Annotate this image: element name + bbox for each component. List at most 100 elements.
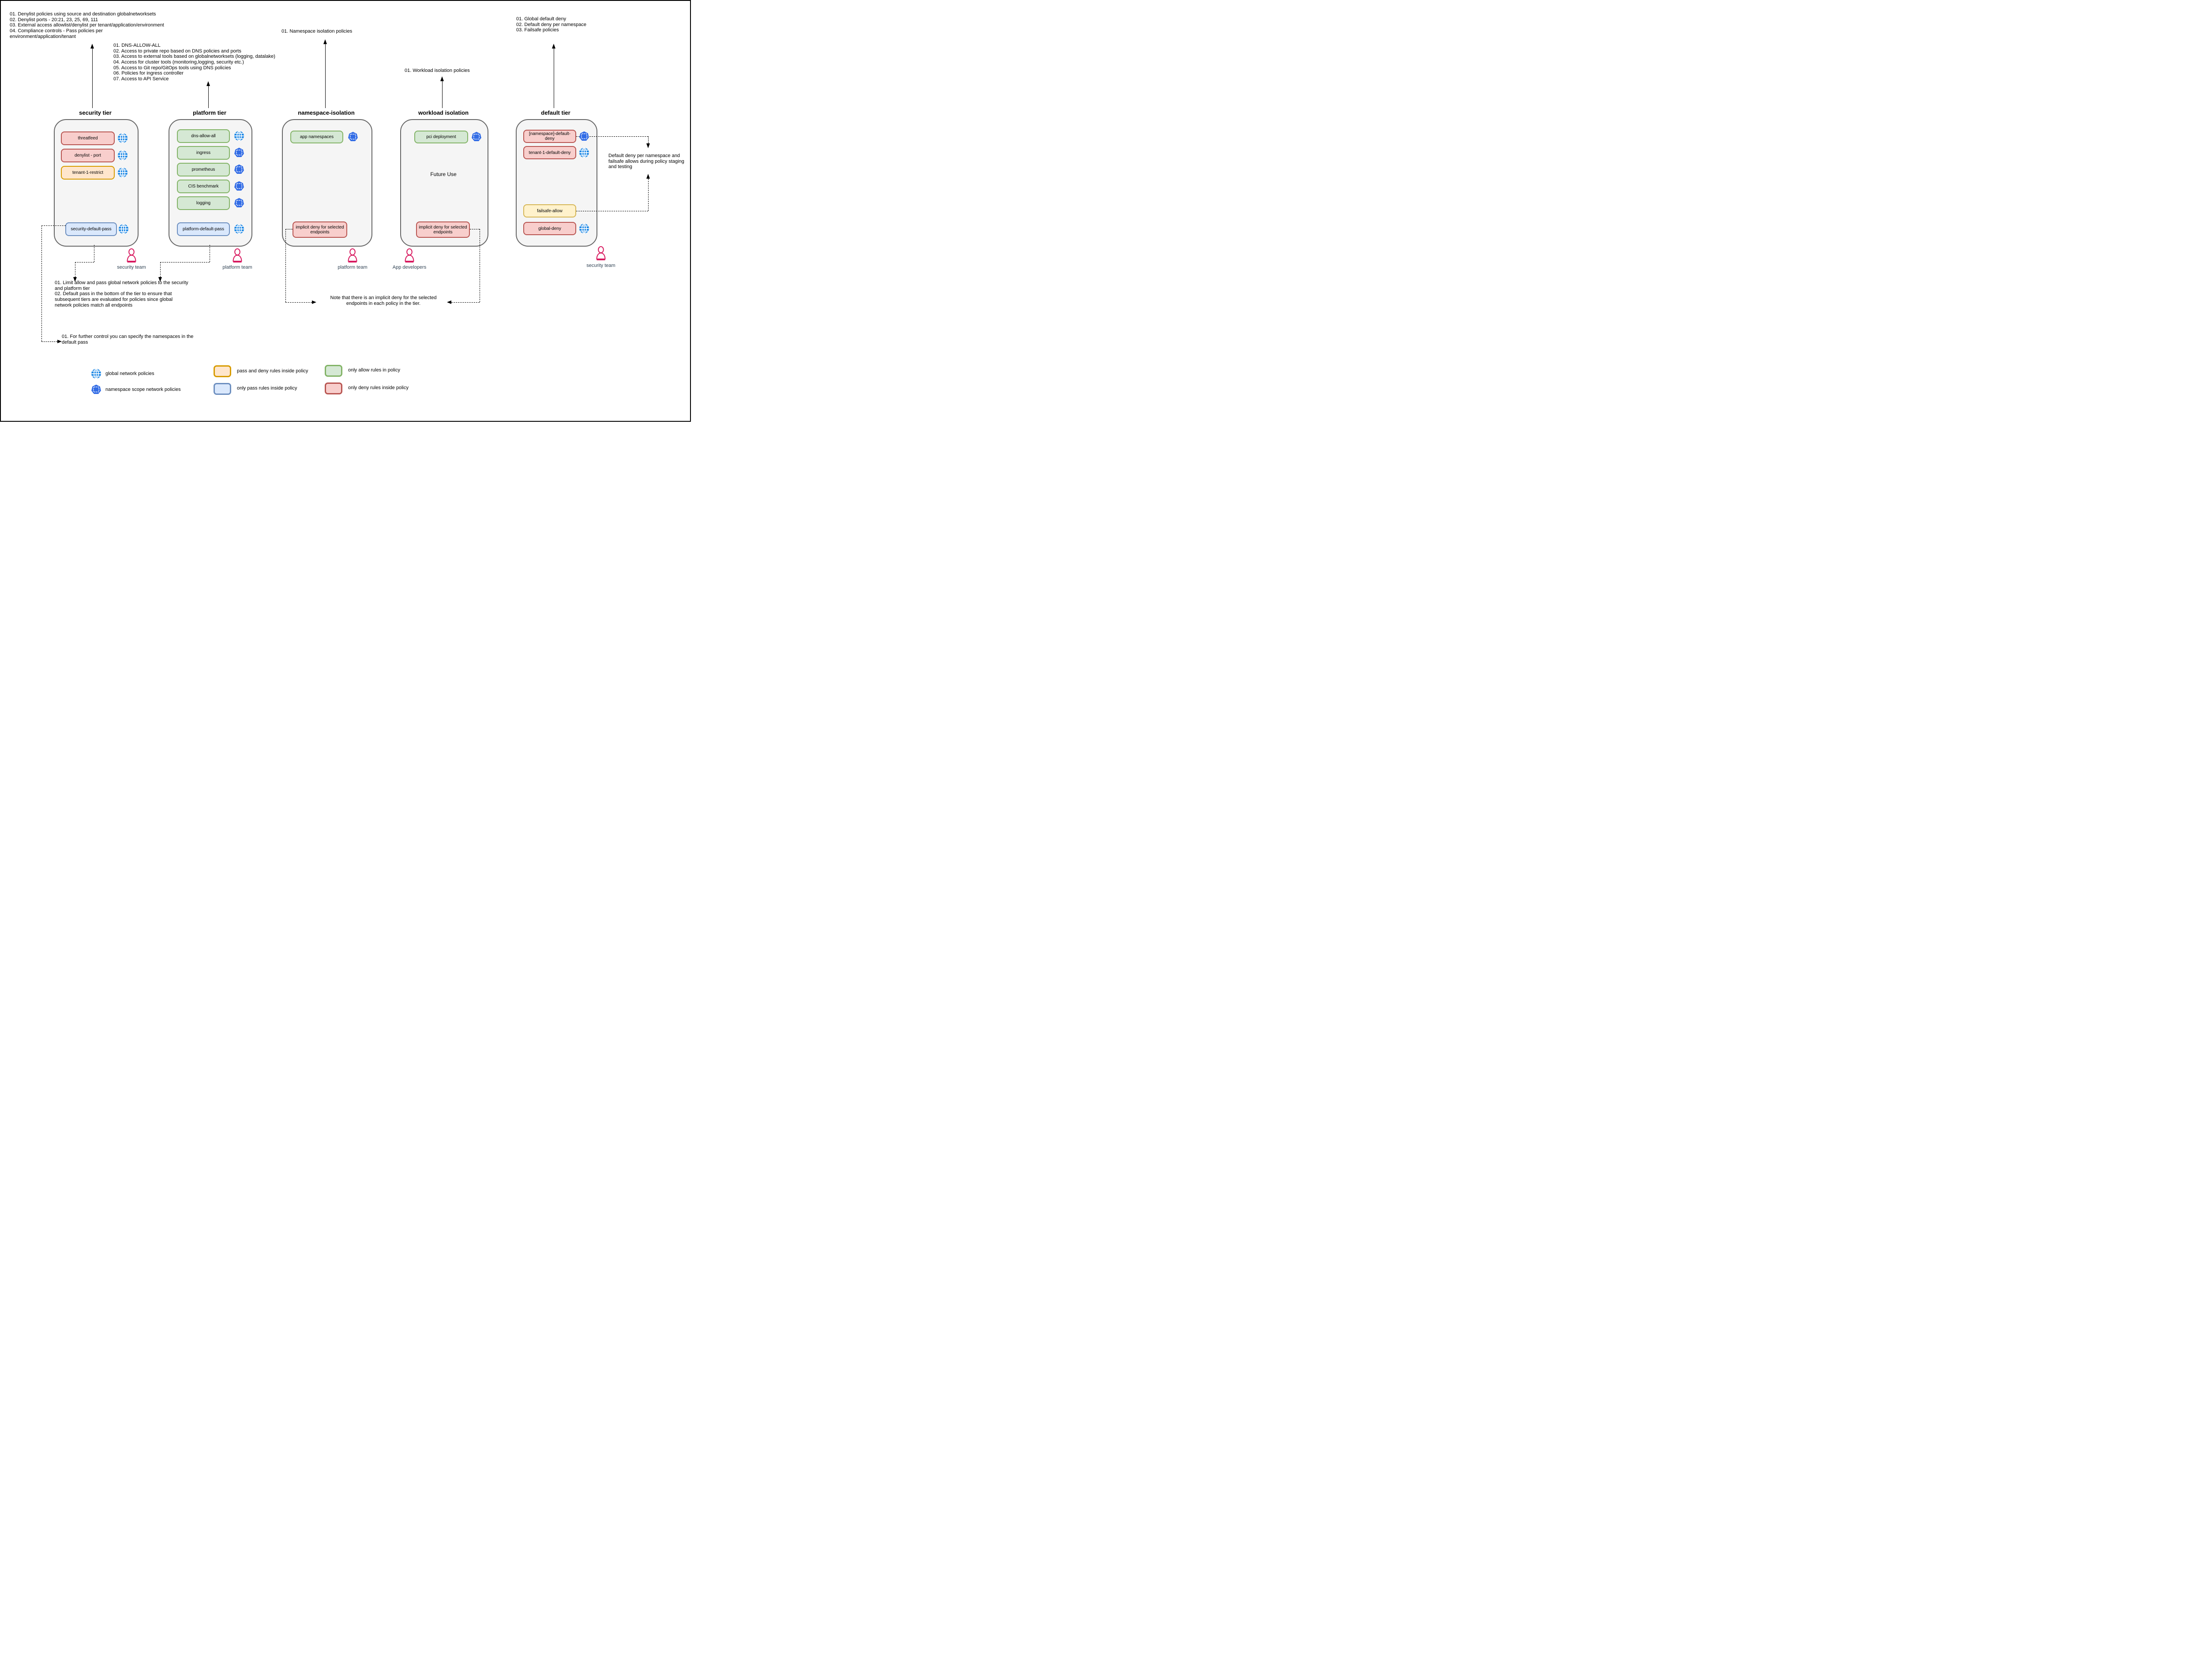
default-side-note: Default deny per namespace and failsafe …	[608, 153, 684, 170]
workload-tier-title: workload isolation	[418, 109, 469, 116]
policy-label: tenant-1-default-deny	[529, 150, 571, 155]
connector-g-arrowhead-icon	[646, 174, 650, 179]
connector-a-h1	[41, 225, 66, 226]
globe-icon	[234, 131, 244, 141]
policy-label: pci deployment	[426, 135, 456, 139]
platform-arrow-line	[208, 86, 209, 108]
policy-label: prometheus	[191, 167, 215, 172]
connector-a-h2	[41, 341, 57, 342]
namespace-policy-icon	[471, 131, 482, 142]
person-icon	[404, 248, 415, 263]
policy-label: failsafe-allow	[537, 208, 563, 214]
person-icon	[595, 246, 607, 261]
namespace-policy-icon	[91, 384, 101, 395]
default-tier-notes: 01. Global default deny 02. Default deny…	[516, 16, 586, 33]
default-tier-title: default tier	[541, 109, 570, 116]
platform-tier-title: platform tier	[193, 109, 226, 116]
future-use-label: Future Use	[430, 171, 457, 177]
workload-arrow-line	[442, 81, 443, 108]
connector-g-v	[648, 179, 649, 211]
legend-only-deny: only deny rules inside policy	[348, 385, 409, 390]
implicit-deny-note: Note that there is an implicit deny for …	[330, 295, 437, 306]
connector-d-arrowhead-icon	[312, 300, 316, 304]
connector-c-arrowhead-icon	[158, 277, 162, 282]
policy-pill-cis-benchmark: CIS benchmark	[177, 180, 230, 193]
policy-pill-denylist-port: denylist - port	[61, 149, 115, 162]
namespace-policy-icon	[234, 147, 244, 158]
connector-f-arrowhead-icon	[646, 143, 650, 148]
policy-pill-prometheus: prometheus	[177, 163, 230, 176]
namespace-policy-icon	[234, 164, 244, 175]
connector-a-arrowhead-icon	[57, 339, 62, 343]
connector-d-h2	[285, 302, 312, 303]
legend-swatch-only-deny	[325, 382, 342, 394]
policy-pill-failsafe-allow: failsafe-allow	[523, 204, 576, 218]
namespace-tier-title: namespace-isolation	[298, 109, 355, 116]
policy-pill-implicit-deny-workload: implicit deny for selected endpoints	[416, 221, 470, 238]
connector-f-h	[576, 136, 648, 137]
connector-e-arrowhead-icon	[447, 300, 451, 304]
legend-swatch-only-allow	[325, 365, 342, 377]
connector-a-v	[41, 225, 42, 341]
policy-label: logging	[196, 201, 211, 206]
policy-pill-security-default-pass: security-default-pass	[65, 222, 117, 236]
policy-label: implicit deny for selected endpoints	[296, 225, 344, 235]
policy-pill-ingress: ingress	[177, 146, 230, 160]
policy-pill-implicit-deny-namespace: implicit deny for selected endpoints	[293, 221, 347, 238]
team-label-platform-2: platform team	[338, 265, 368, 270]
legend-only-pass: only pass rules inside policy	[237, 386, 297, 391]
legend-swatch-pass-and-deny	[214, 365, 231, 377]
policy-pill-logging: logging	[177, 196, 230, 210]
policy-label: denylist - port	[74, 153, 101, 158]
namespace-arrowhead-icon	[323, 39, 327, 44]
security-tier-notes: 01. Denylist policies using source and d…	[10, 11, 164, 39]
network-policy-tiers-diagram: 01. Denylist policies using source and d…	[0, 0, 691, 422]
connector-e-h2	[451, 302, 480, 303]
person-icon	[126, 248, 137, 263]
namespace-policy-icon	[234, 181, 244, 191]
policy-label: ingress	[196, 150, 211, 155]
policy-label: global-deny	[538, 226, 561, 231]
policy-label: app namespaces	[300, 135, 334, 139]
policy-pill-dns-allow-all: dns-allow-all	[177, 129, 230, 143]
policy-pill-tenant-1-default-deny: tenant-1-default-deny	[523, 146, 576, 159]
workload-tier-note: 01. Workload isolation policies	[405, 68, 470, 73]
team-label-security-2: security team	[586, 263, 615, 268]
platform-arrowhead-icon	[206, 81, 210, 86]
legend-namespace-policies: namespace scope network policies	[105, 387, 181, 392]
security-tier-title: security tier	[79, 109, 112, 116]
policy-label: implicit deny for selected endpoints	[419, 225, 467, 235]
globe-icon	[118, 224, 129, 234]
security-arrow-line	[92, 48, 93, 108]
policy-label: dns-allow-all	[191, 134, 216, 139]
policy-label: security-default-pass	[71, 227, 112, 232]
person-icon	[232, 248, 243, 263]
platform-tier-notes: 01. DNS-ALLOW-ALL 02. Access to private …	[113, 43, 275, 82]
policy-pill-pci-deployment: pci deployment	[414, 131, 468, 143]
further-control-note: 01. For further control you can specify …	[62, 334, 194, 345]
namespace-policy-icon	[579, 131, 589, 142]
legend-swatch-only-pass	[214, 383, 231, 395]
policy-pill-global-deny: global-deny	[523, 222, 576, 235]
globe-icon	[117, 133, 128, 143]
connector-f-v	[648, 136, 649, 143]
policy-label: threatfeed	[78, 136, 98, 141]
legend-only-allow: only allow rules in policy	[348, 368, 400, 373]
policy-label: [namespace]-default-deny	[529, 131, 570, 141]
namespace-tier-note: 01. Namespace isolation policies	[281, 29, 353, 34]
workload-arrowhead-icon	[440, 76, 444, 81]
policy-label: platform-default-pass	[183, 227, 224, 232]
globe-icon	[579, 223, 589, 234]
legend-pass-and-deny: pass and deny rules inside policy	[237, 368, 308, 374]
policy-label: CIS benchmark	[188, 184, 219, 189]
person-icon	[347, 248, 358, 263]
bottom-left-note: 01. Limit allow and pass global network …	[55, 280, 188, 308]
globe-icon	[117, 167, 128, 178]
policy-pill-platform-default-pass: platform-default-pass	[177, 222, 230, 236]
team-label-platform-1: platform team	[222, 265, 252, 270]
globe-icon	[117, 150, 128, 161]
globe-icon	[234, 224, 244, 234]
connector-b-arrowhead-icon	[73, 277, 77, 282]
policy-label: tenant-1-restrict	[72, 170, 104, 175]
connector-c-v2	[160, 262, 161, 277]
